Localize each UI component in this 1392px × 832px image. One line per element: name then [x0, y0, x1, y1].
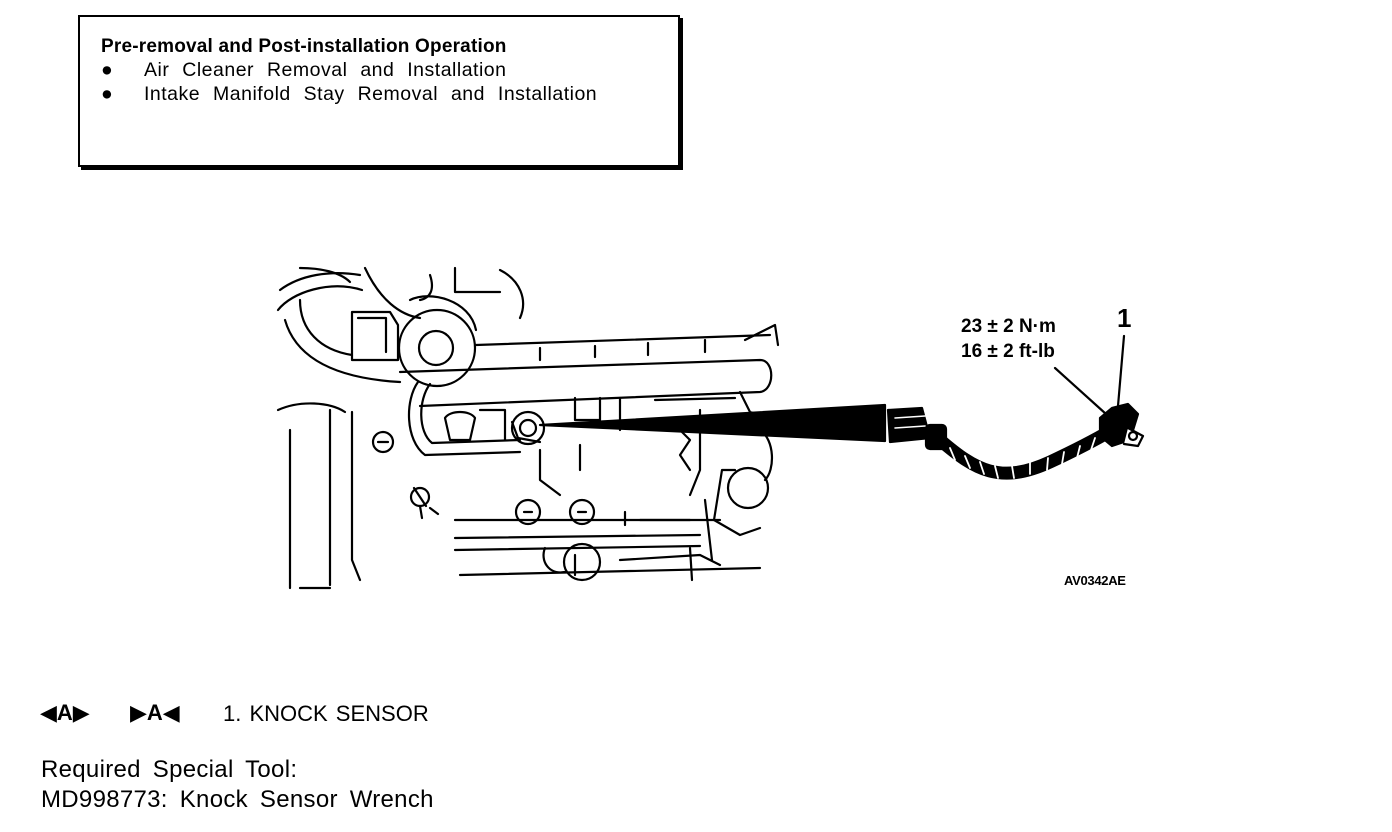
step-label: 1. KNOCK SENSOR [223, 701, 429, 726]
engine-block-drawing [276, 266, 780, 590]
bullet-icon: ● [101, 59, 114, 81]
bullet-icon: ● [101, 83, 114, 105]
sensor-mount-boss [510, 410, 546, 446]
zoom-wedge [538, 403, 887, 443]
installation-mark: ▶A◀ [130, 700, 180, 725]
torque-spec-nm: 23 ± 2 N·m [961, 316, 1056, 337]
removal-mark: ◀A▶ [40, 700, 90, 725]
pre-removal-note-box: Pre-removal and Post-installation Operat… [78, 15, 680, 167]
required-tool-heading: Required Special Tool: [41, 756, 298, 783]
callout-leader-line [1116, 334, 1126, 408]
note-item-text: Intake Manifold Stay Removal and Install… [144, 83, 598, 105]
figure-code: AV0342AE [1064, 573, 1126, 588]
torque-spec-ftlb: 16 ± 2 ft-lb [961, 341, 1055, 362]
callout-number: 1 [1117, 303, 1132, 333]
required-tool-item: MD998773: Knock Sensor Wrench [41, 786, 434, 813]
knock-sensor-enlarged [886, 402, 1145, 480]
note-item-text: Air Cleaner Removal and Installation [144, 59, 507, 81]
torque-leader-line [1053, 366, 1108, 416]
note-title: Pre-removal and Post-installation Operat… [101, 36, 507, 57]
